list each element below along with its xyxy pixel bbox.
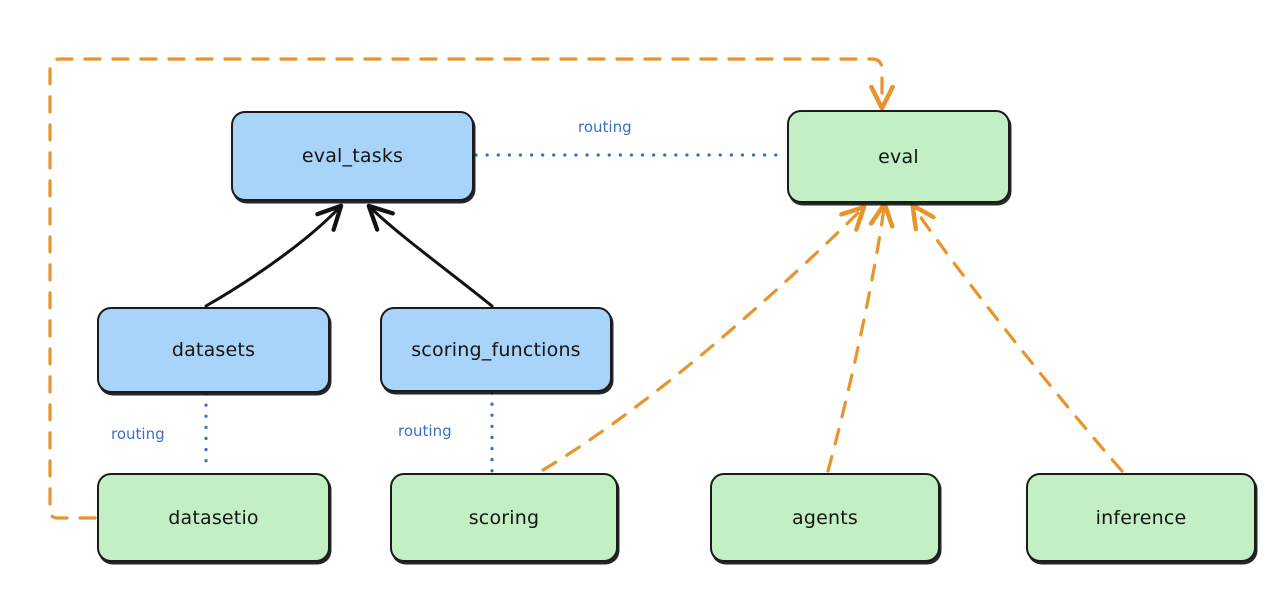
edge-scoring-to-eval (541, 210, 861, 472)
node-label: scoring (468, 506, 540, 529)
node-label: eval (878, 145, 919, 168)
node-eval[interactable]: eval (787, 110, 1010, 203)
edge-datasets-to-eval-tasks (204, 203, 344, 308)
node-label: datasets (171, 339, 256, 361)
node-inference[interactable]: inference (1026, 473, 1256, 562)
node-scoring[interactable]: scoring (390, 473, 618, 562)
edge-label-routing-scoring: routing (398, 422, 452, 440)
node-scoring-functions[interactable]: scoring_functions (380, 307, 612, 392)
node-datasetio[interactable]: datasetio (97, 473, 330, 562)
edge-datasetio-to-eval (48, 57, 882, 520)
node-label: datasetio (168, 506, 259, 529)
node-agents[interactable]: agents (710, 473, 940, 562)
node-label: scoring_functions (411, 338, 581, 361)
edge-agents-to-eval (826, 208, 884, 473)
edge-scoring-functions-to-eval-tasks (366, 203, 494, 308)
edge-inference-to-eval (915, 209, 1124, 473)
node-label: inference (1095, 506, 1187, 529)
node-eval-tasks[interactable]: eval_tasks (231, 111, 474, 201)
edge-label-routing-datasetio: routing (111, 425, 165, 443)
node-label: eval_tasks (301, 145, 404, 167)
node-datasets[interactable]: datasets (97, 307, 330, 393)
node-label: agents (792, 506, 858, 529)
edge-label-routing-eval: routing (578, 118, 632, 136)
